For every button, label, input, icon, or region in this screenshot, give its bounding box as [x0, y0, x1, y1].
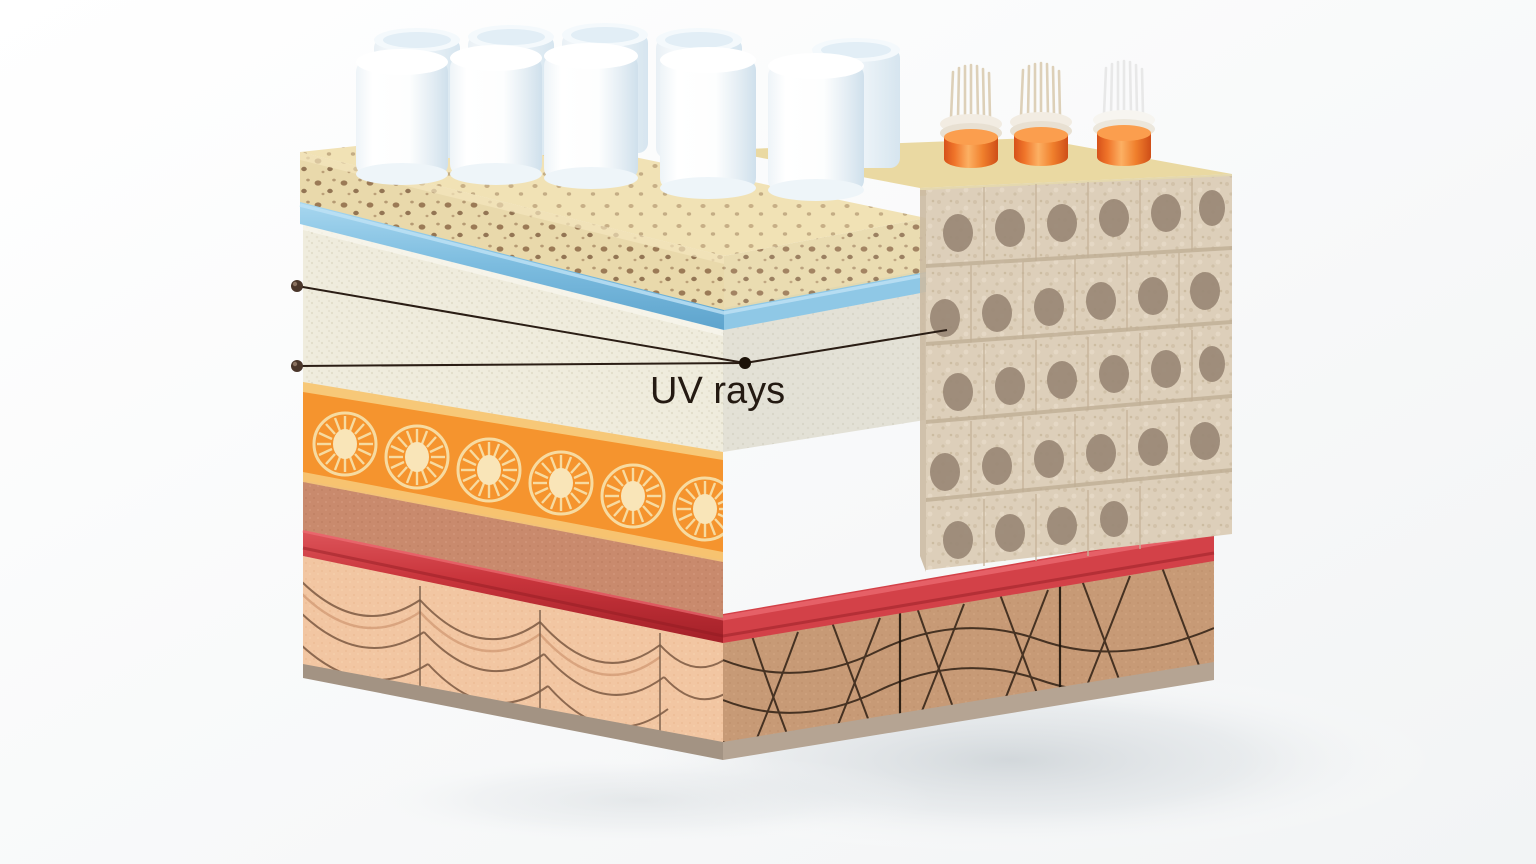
leader-line-right: [744, 329, 948, 364]
layer-hypodermis: [303, 556, 1214, 742]
leader-marker-upper-hl: [292, 281, 298, 287]
white-cylinder: [768, 53, 864, 201]
leader-line-lower: [296, 362, 746, 367]
white-cylinder: [450, 45, 542, 185]
block-row: [926, 324, 1232, 426]
orange-pot: [940, 63, 1002, 168]
bristle-brush: [949, 63, 992, 120]
layer-stratum-corneum: [300, 130, 926, 310]
white-cylinder: [356, 49, 448, 185]
ground-shadow-left: [340, 752, 940, 848]
layer-uv-filter-band: [303, 380, 723, 562]
leader-marker-upper: [291, 280, 303, 292]
annotation-uv-rays[interactable]: UV rays: [291, 280, 948, 412]
white-cylinder-front-row: [356, 43, 864, 201]
block-row: [926, 250, 1232, 348]
leader-marker-vertex: [739, 357, 751, 369]
orange-pot: [1010, 61, 1072, 166]
layer-blue-film: [299, 200, 927, 330]
orange-pot-group: [940, 59, 1155, 168]
white-cylinder: [660, 47, 756, 199]
uv-rays-label: UV rays: [650, 370, 785, 412]
leader-line-upper: [296, 285, 746, 364]
porous-block-wall: [720, 138, 1232, 572]
block-row: [926, 398, 1232, 504]
leader-marker-lower-hl: [292, 361, 298, 367]
block-row: [926, 472, 1232, 570]
white-cylinder: [544, 43, 638, 189]
orange-pot: [1093, 59, 1155, 166]
layer-epidermis: [303, 224, 925, 452]
leader-marker-lower: [291, 360, 303, 372]
sunburst-motifs: [312, 411, 723, 542]
bristle-brush: [1102, 59, 1145, 116]
layer-vascular-band: [302, 524, 1215, 643]
bristle-brush: [1019, 61, 1062, 118]
